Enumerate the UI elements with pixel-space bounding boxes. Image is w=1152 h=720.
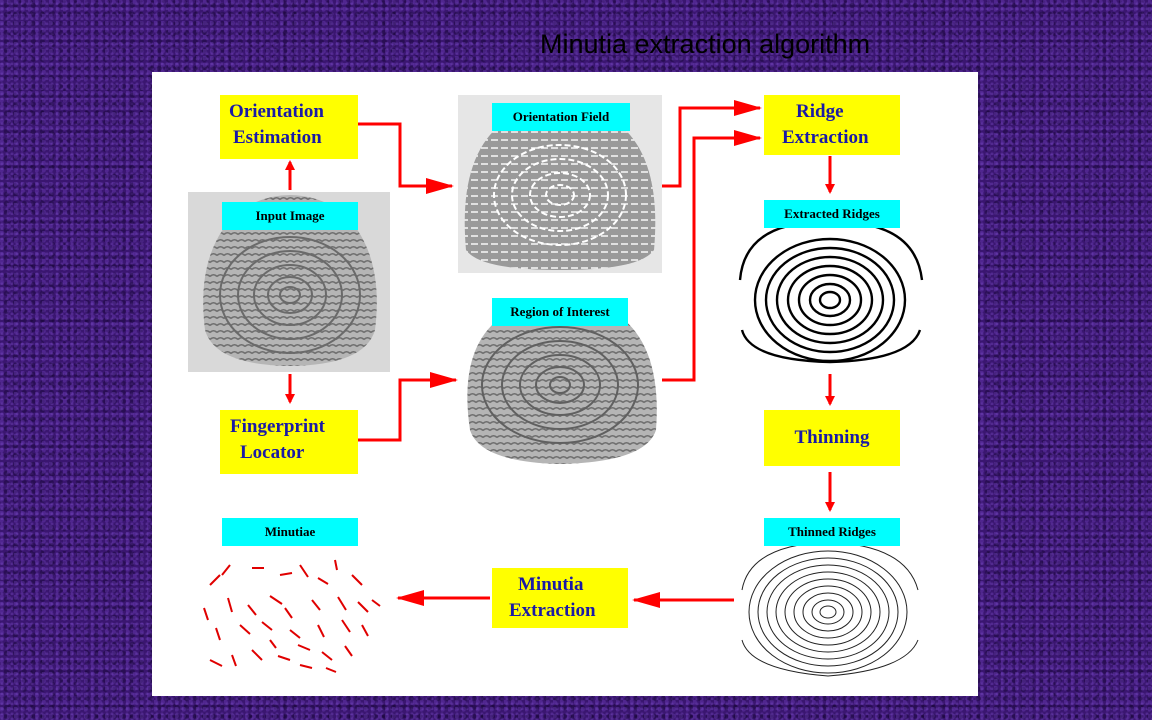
region-of-interest-image [467, 304, 657, 464]
orientation-estimation-box: Orientation Estimation [220, 95, 358, 159]
ridge-extraction-box: Ridge Extraction [764, 95, 900, 155]
fingerprint-locator-box: Fingerprint Locator [220, 410, 358, 474]
ridge-extraction-line2: Extraction [782, 127, 869, 148]
orientation-field-label: Orientation Field [492, 103, 630, 131]
ridge-extraction-line1: Ridge [796, 101, 844, 122]
input-image-fingerprint [188, 192, 390, 372]
minutia-extraction-line2: Extraction [509, 600, 596, 621]
fingerprint-locator-line2: Locator [240, 442, 305, 463]
minutia-extraction-line1: Minutia [518, 574, 584, 595]
input-image-label: Input Image [222, 202, 358, 230]
orientation-estimation-line1: Orientation [229, 101, 324, 122]
thinning-box: Thinning [764, 410, 900, 466]
flow-arrows [285, 100, 835, 608]
extracted-ridges-label: Extracted Ridges [764, 200, 900, 228]
slide-title: Minutia extraction algorithm [540, 29, 871, 59]
orientation-estimation-line2: Estimation [233, 127, 322, 148]
extracted-ridges-image [738, 220, 924, 364]
minutiae-label: Minutiae [222, 518, 358, 546]
region-of-interest-label: Region of Interest [492, 298, 628, 326]
minutiae-plot [203, 559, 381, 673]
thinned-ridges-image [741, 541, 919, 677]
thinned-ridges-label: Thinned Ridges [764, 518, 900, 546]
thinning-label: Thinning [794, 427, 870, 448]
minutia-extraction-box: Minutia Extraction [492, 568, 628, 628]
fingerprint-locator-line1: Fingerprint [230, 416, 325, 437]
